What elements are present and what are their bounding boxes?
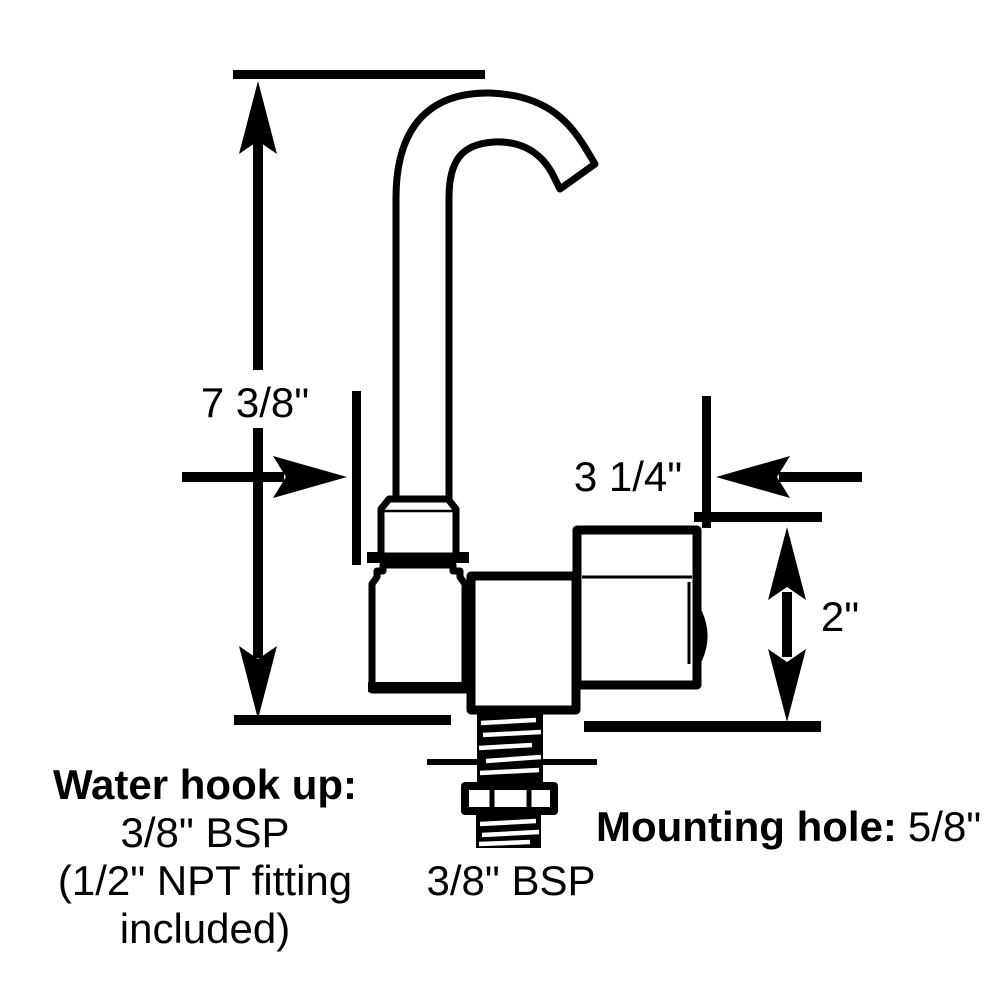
spout-outline (392, 89, 599, 503)
faucet-drawing (233, 70, 821, 848)
threaded-stem-upper (477, 711, 543, 785)
dim-depth-reference-line (694, 512, 822, 522)
water-hookup-line: 3/8" BSP (120, 809, 290, 856)
dim-depth-shaft (782, 592, 792, 657)
water-hookup-note: Water hook up: 3/8" BSP (1/2" NPT fittin… (53, 761, 357, 953)
water-hookup-line: (1/2" NPT fitting (57, 857, 353, 904)
hex-nut (461, 782, 558, 815)
dim-depth-label: 2" (820, 592, 860, 640)
threaded-stem-lower (476, 813, 541, 848)
mounting-hole-value: 5/8" (907, 803, 982, 850)
dim-depth-arrow-up (768, 527, 806, 600)
valve-body (466, 571, 581, 715)
mounting-hole-label: Mounting hole: (596, 803, 897, 850)
water-hookup-line: included) (119, 905, 291, 952)
side-body-end-bump (694, 606, 708, 666)
dim-width-tick-right (702, 396, 711, 528)
deck-line-left (234, 715, 451, 725)
escutcheon (368, 561, 469, 694)
dim-width-arrow-right (273, 456, 347, 498)
mounting-hole-note: Mounting hole:5/8" (596, 803, 981, 851)
water-hookup-title: Water hook up: (52, 761, 358, 808)
dim-height-shaft-upper (253, 140, 263, 370)
collar (377, 495, 460, 560)
dim-width-label: 3 1/4" (573, 452, 683, 500)
deck-line-right (584, 721, 821, 732)
dim-height-shaft-lower (253, 428, 263, 658)
dim-width-tick-left (352, 391, 361, 565)
dim-width-shaft-left (182, 472, 284, 482)
dim-width-arrow-left (716, 456, 790, 498)
stem-thread-label: 3/8" BSP (426, 856, 596, 904)
side-body (572, 525, 702, 690)
dim-height-arrow-down (239, 646, 277, 719)
dim-depth-arrow-down (768, 649, 806, 722)
dimension-annotations (182, 81, 862, 722)
dim-height-arrow-up (239, 81, 277, 154)
dim-width-shaft-right (779, 472, 862, 482)
dim-height-label: 7 3/8" (200, 378, 310, 426)
escutcheon-base-edge (368, 682, 467, 692)
top-reference-line (233, 70, 485, 79)
